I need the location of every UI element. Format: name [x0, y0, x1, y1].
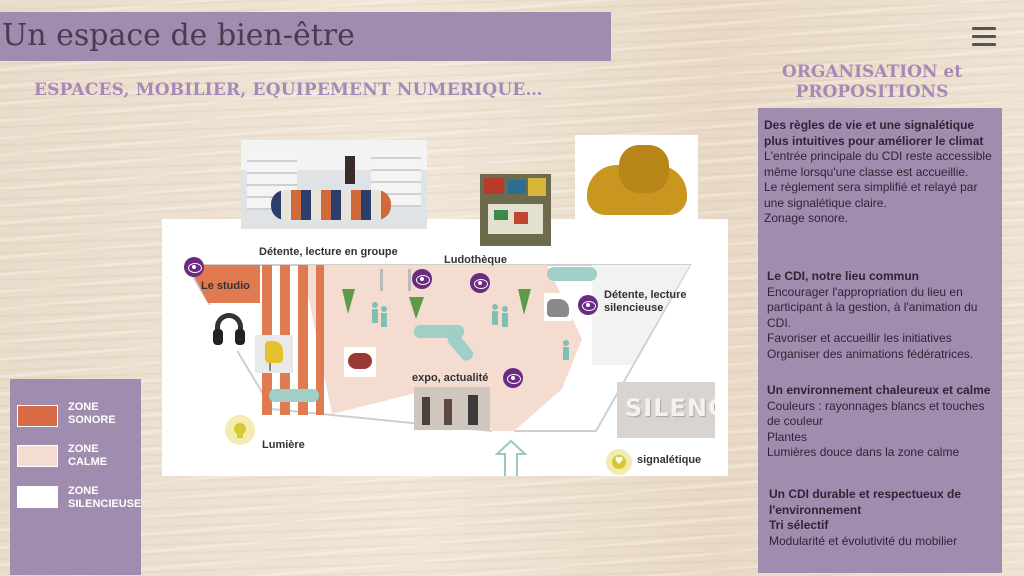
section-heading: Un environnement chaleureux et calme [767, 383, 991, 397]
expo-photo-image [414, 387, 490, 430]
section-line: Encourager l'appropriation du lieu en pa… [767, 284, 978, 330]
silence-sign-image: SILENCE [617, 382, 715, 438]
headphones-image [209, 305, 249, 351]
zone-sonore-studio [188, 265, 260, 303]
page-title: Un espace de bien-être [2, 18, 355, 53]
section-line: L'entrée principale du CDI reste accessi… [764, 149, 992, 179]
organisation-section-sustainable: Un CDI durable et respectueux de l'envir… [769, 487, 1001, 549]
lightbulb-icon[interactable] [225, 415, 255, 445]
legend-label-calme: ZONE CALME [68, 443, 108, 468]
plan-label-lumiere: Lumière [262, 439, 305, 451]
plan-label-signaletique: signalétique [637, 454, 702, 466]
library-photo-image [241, 140, 427, 229]
section-line: Couleurs : rayonnages blancs et touches … [767, 398, 985, 429]
floor-plan: Détente, lecture en groupe Ludothèque Le… [162, 219, 728, 476]
silence-sign-text: SILENCE [625, 394, 715, 422]
section-line: Organiser des animations fédératrices. [767, 346, 974, 361]
section-line: Le règlement sera simplifié et relayé pa… [764, 180, 978, 210]
legend-panel: ZONE SONORE ZONE CALME ZONE SILENCIEUSE [10, 379, 141, 575]
organisation-section-environment: Un environnement chaleureux et calme Cou… [767, 383, 999, 461]
section-line: Lumières douce dans la zone calme [767, 445, 960, 459]
eye-icon[interactable] [184, 257, 204, 277]
eye-icon[interactable] [503, 368, 523, 388]
section-line: Plantes [767, 429, 808, 444]
legend-swatch-silencieuse [17, 486, 58, 508]
heart-signage-icon[interactable]: ♥ [606, 449, 632, 475]
organisation-section-rules: Des règles de vie et une signalétique pl… [764, 118, 996, 227]
plan-label-expo: expo, actualité [412, 372, 489, 384]
plan-label-studio: Le studio [201, 280, 250, 292]
organisation-heading: ORGANISATION et PROPOSITIONS [781, 62, 963, 102]
section-line: Zonage sonore. [764, 211, 849, 225]
board-games-image [480, 174, 551, 246]
section-heading: Des règles de vie et une signalétique pl… [764, 118, 984, 148]
yellow-armchair-image [575, 135, 698, 225]
hamburger-menu-icon[interactable] [972, 27, 996, 47]
legend-label-silencieuse: ZONE SILENCIEUSE [68, 485, 142, 510]
plan-label-detente-silencieuse: Détente, lecture silencieuse [604, 289, 687, 314]
plan-label-ludotheque: Ludothèque [444, 254, 507, 266]
section-line: Favoriser et accueillir les initiatives [767, 331, 952, 345]
section-heading: Un CDI durable et respectueux de l'envir… [769, 487, 962, 517]
yellow-chair-image [255, 335, 293, 373]
organisation-section-common-place: Le CDI, notre lieu commun Encourager l'a… [767, 269, 999, 362]
legend-label-sonore: ZONE SONORE [68, 401, 116, 426]
eye-icon[interactable] [470, 273, 490, 293]
section-line: Modularité et évolutivité du mobilier [769, 533, 958, 548]
section-subheading: Tri sélectif [769, 518, 829, 532]
title-banner [0, 12, 611, 61]
people-icon [372, 302, 569, 360]
plan-label-detente-groupe: Détente, lecture en groupe [259, 246, 398, 258]
grey-beanbag-image [544, 293, 572, 321]
page-subtitle: ESPACES, MOBILIER, EQUIPEMENT NUMERIQUE… [34, 80, 543, 100]
organisation-panel: Des règles de vie et une signalétique pl… [758, 108, 1002, 573]
eye-icon[interactable] [578, 295, 598, 315]
entrance-arrow-icon [494, 439, 528, 476]
zone-calme-area [302, 265, 582, 431]
eye-icon[interactable] [412, 269, 432, 289]
red-pouf-image [344, 347, 376, 377]
section-heading: Le CDI, notre lieu commun [767, 269, 920, 283]
legend-swatch-sonore [17, 405, 58, 427]
legend-swatch-calme [17, 445, 58, 467]
